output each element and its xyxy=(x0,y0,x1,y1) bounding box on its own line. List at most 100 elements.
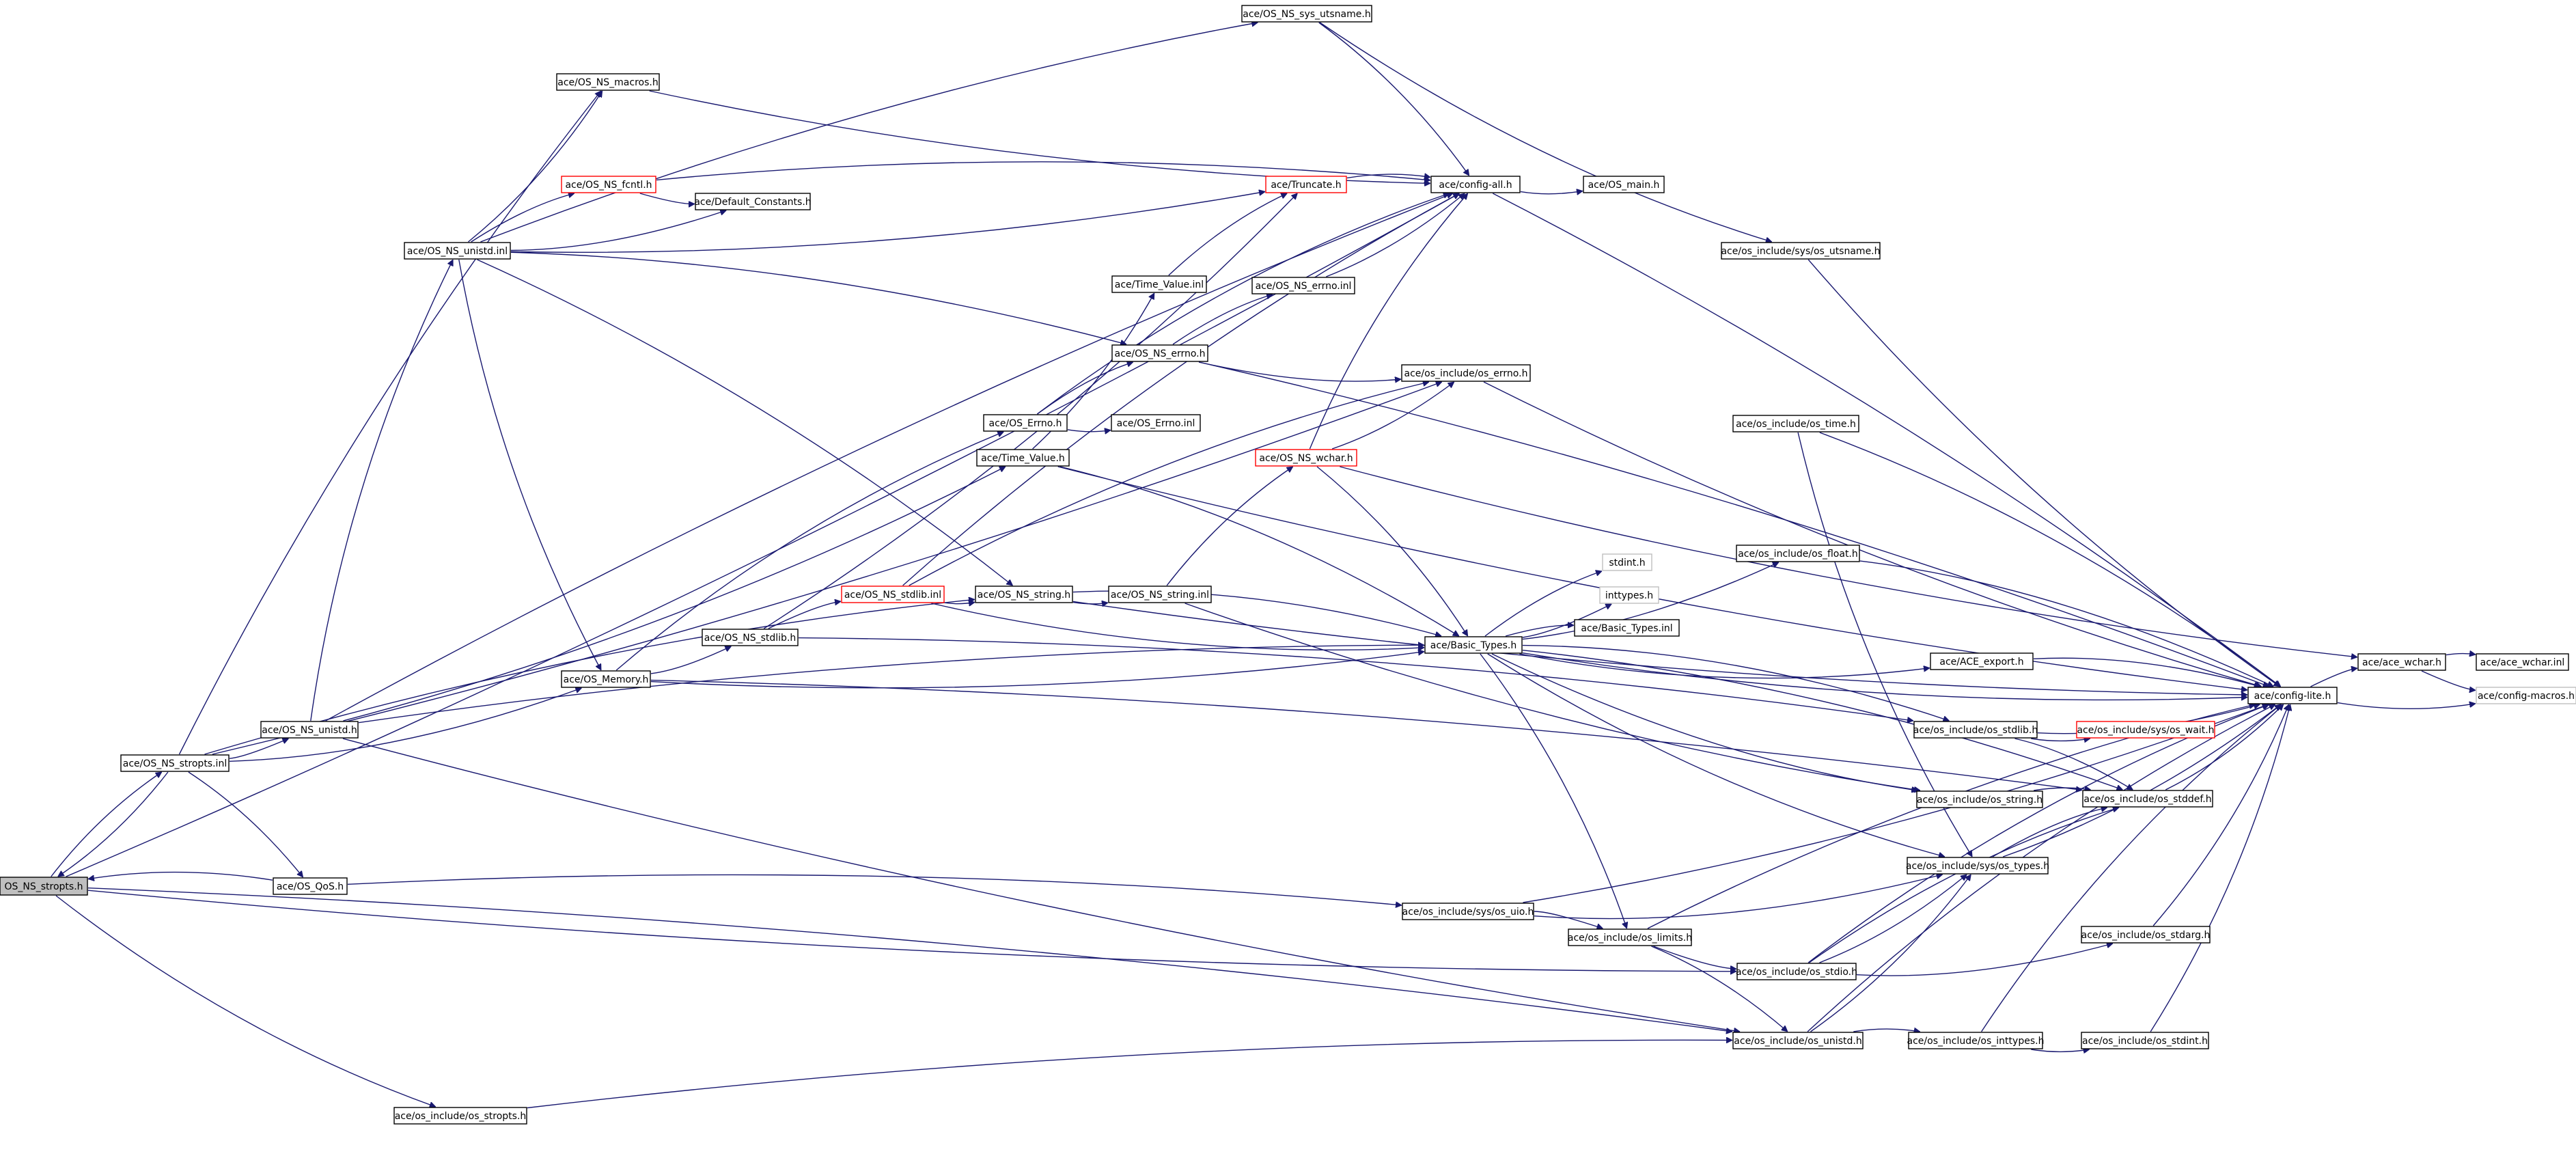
node-string-inl[interactable]: ace/OS_NS_string.inl xyxy=(1108,586,1212,603)
node-ace-wchar-inl[interactable]: ace/ace_wchar.inl xyxy=(2476,653,2569,671)
edge-sys-utsname-to-config-lite xyxy=(1808,259,2280,687)
edge-stdlib-inl-to-os-errno xyxy=(909,382,1429,586)
edge-os-stdint-to-config-lite xyxy=(2150,704,2290,1032)
node-stdlib-h[interactable]: ace/OS_NS_stdlib.h xyxy=(702,629,799,646)
node-box xyxy=(695,193,811,210)
node-os-stropts[interactable]: ace/os_include/os_stropts.h xyxy=(393,1107,527,1125)
node-wchar[interactable]: ace/OS_NS_wchar.h xyxy=(1255,449,1357,467)
node-qos[interactable]: ace/OS_QoS.h xyxy=(273,877,348,895)
edge-os-time-to-config-lite xyxy=(1819,432,2281,687)
node-os-stdarg[interactable]: ace/os_include/os_stdarg.h xyxy=(2081,926,2211,944)
edge-basic-types-to-sys-types xyxy=(1487,653,1945,857)
node-os-stdlib[interactable]: ace/os_include/os_stdlib.h xyxy=(1913,721,2038,739)
node-label: ace/Time_Value.h xyxy=(981,453,1065,464)
node-utsname[interactable]: ace/OS_NS_sys_utsname.h xyxy=(1241,5,1372,23)
node-errno-inl[interactable]: ace/OS_NS_errno.inl xyxy=(1251,277,1355,294)
edge-basic-types-to-os-limits xyxy=(1480,653,1627,928)
node-box xyxy=(2247,687,2338,704)
node-truncate[interactable]: ace/Truncate.h xyxy=(1265,176,1347,193)
node-os-string[interactable]: ace/os_include/os_string.h xyxy=(1916,790,2043,808)
node-config-lite[interactable]: ace/config-lite.h xyxy=(2247,687,2338,704)
node-box xyxy=(983,414,1068,432)
node-box xyxy=(2081,1032,2209,1049)
node-defconst[interactable]: ace/Default_Constants.h xyxy=(694,193,812,210)
node-label: ace/Default_Constants.h xyxy=(694,197,811,208)
edge-os-stdio-to-config-lite xyxy=(1808,704,2269,963)
edge-memory-to-basic-types xyxy=(650,652,1424,689)
edge-str-opts-to-os-stropts xyxy=(55,895,436,1107)
node-stdlib-inl[interactable]: ace/OS_NS_stdlib.inl xyxy=(841,586,945,603)
node-oserrno[interactable]: ace/OS_Errno.h xyxy=(983,414,1068,432)
node-box xyxy=(1568,928,1692,946)
edge-basic-types-to-config-lite xyxy=(1522,652,2247,700)
node-basic-types[interactable]: ace/Basic_Types.h xyxy=(1424,636,1523,654)
node-stdint-h: stdint.h xyxy=(1602,553,1652,571)
node-osmain[interactable]: ace/OS_main.h xyxy=(1583,176,1665,193)
edge-basic-types-to-os-stddef xyxy=(1522,650,2123,790)
node-box xyxy=(1583,176,1665,193)
node-ace-export[interactable]: ace/ACE_export.h xyxy=(1930,652,2034,670)
edge-ace-wchar-to-config-macros xyxy=(2421,670,2476,690)
edge-os-unistd-to-os-inttypes xyxy=(1853,1029,1920,1032)
node-config-all[interactable]: ace/config-all.h xyxy=(1430,176,1521,193)
node-os-limits[interactable]: ace/os_include/os_limits.h xyxy=(1568,928,1692,946)
node-macros[interactable]: ace/OS_NS_macros.h xyxy=(556,73,660,91)
node-string-h[interactable]: ace/OS_NS_string.h xyxy=(975,586,1073,603)
node-os-unistd[interactable]: ace/os_include/os_unistd.h xyxy=(1732,1032,1864,1049)
node-stropts-inl[interactable]: ace/OS_NS_stropts.inl xyxy=(120,754,230,772)
edge-stropts-inl-to-os-errno xyxy=(212,382,1442,755)
node-label: inttypes.h xyxy=(1605,590,1653,601)
node-label: ace/os_include/os_stdarg.h xyxy=(2081,930,2211,941)
edge-unistd-h-to-time-value xyxy=(343,466,1006,721)
node-box xyxy=(556,73,660,91)
node-oserrno-inl[interactable]: ace/OS_Errno.inl xyxy=(1111,414,1201,432)
edge-str-opts-to-stropts-inl xyxy=(51,771,162,877)
node-time-value-inl[interactable]: ace/Time_Value.inl xyxy=(1111,275,1207,293)
node-label: ace/ACE_export.h xyxy=(1939,657,2023,668)
node-os-time[interactable]: ace/os_include/os_time.h xyxy=(1732,415,1859,432)
node-os-stdio[interactable]: ace/os_include/os_stdio.h xyxy=(1736,963,1857,980)
node-sys-uio[interactable]: ace/os_include/sys/os_uio.h xyxy=(1402,903,1534,920)
node-memory[interactable]: ace/OS_Memory.h xyxy=(561,670,651,688)
edge-unistd-h-to-basic-types xyxy=(358,645,1424,724)
edge-sys-uio-to-sys-types xyxy=(1534,875,1943,920)
node-errno-h[interactable]: ace/OS_NS_errno.h xyxy=(1111,344,1208,362)
node-box xyxy=(1916,790,2043,808)
node-unistd-inl[interactable]: ace/OS_NS_unistd.inl xyxy=(404,242,511,260)
node-os-inttypes[interactable]: ace/os_include/os_inttypes.h xyxy=(1907,1032,2045,1049)
edge-os-limits-to-os-stdio xyxy=(1653,946,1737,969)
node-box xyxy=(2076,721,2215,739)
edge-ace-export-to-config-lite xyxy=(2033,657,2260,687)
edge-stdlib-inl-to-basic-types xyxy=(931,603,1424,650)
node-sys-wait[interactable]: ace/os_include/sys/os_wait.h xyxy=(2076,721,2215,739)
node-ace-wchar[interactable]: ace/ace_wchar.h xyxy=(2357,653,2446,671)
edge-ace-wchar-to-ace-wchar-inl xyxy=(2446,654,2476,655)
edge-config-lite-to-ace-wchar xyxy=(2310,668,2358,687)
node-box xyxy=(404,242,511,260)
node-sys-utsname[interactable]: ace/os_include/sys/os_utsname.h xyxy=(1721,242,1881,260)
node-time-value[interactable]: ace/Time_Value.h xyxy=(976,449,1070,467)
node-fcntl[interactable]: ace/OS_NS_fcntl.h xyxy=(561,176,656,193)
node-os-errno[interactable]: ace/os_include/os_errno.h xyxy=(1401,364,1531,382)
edge-string-inl-to-os-string xyxy=(1185,603,1920,790)
node-os-stddef[interactable]: ace/os_include/os_stddef.h xyxy=(2082,790,2213,808)
node-unistd-h[interactable]: ace/OS_NS_unistd.h xyxy=(260,721,359,739)
node-label: ace/ace_wchar.h xyxy=(2362,657,2441,668)
node-os-float[interactable]: ace/os_include/os_float.h xyxy=(1736,545,1860,562)
node-os-stdint[interactable]: ace/os_include/os_stdint.h xyxy=(2081,1032,2209,1049)
node-str-opts[interactable]: OS_NS_stropts.h xyxy=(0,877,88,896)
edge-memory-to-oserrno xyxy=(615,432,1003,671)
node-box xyxy=(2082,790,2213,808)
node-box xyxy=(1401,364,1531,382)
node-basic-types-inl[interactable]: ace/Basic_Types.inl xyxy=(1574,619,1680,637)
node-box xyxy=(1602,553,1652,571)
edge-os-unistd-to-sys-types xyxy=(1810,875,1971,1032)
edge-basic-types-to-stdint-h xyxy=(1484,571,1602,637)
edge-basic-types-to-os-stdlib xyxy=(1522,644,1950,721)
edge-unistd-inl-to-errno-h xyxy=(510,251,1126,344)
edge-os-inttypes-to-os-stdint xyxy=(2031,1049,2089,1051)
node-label: ace/OS_Errno.inl xyxy=(1117,418,1195,429)
node-label: ace/OS_main.h xyxy=(1588,180,1660,191)
node-sys-types[interactable]: ace/os_include/sys/os_types.h xyxy=(1906,857,2049,875)
node-box xyxy=(1736,963,1857,980)
